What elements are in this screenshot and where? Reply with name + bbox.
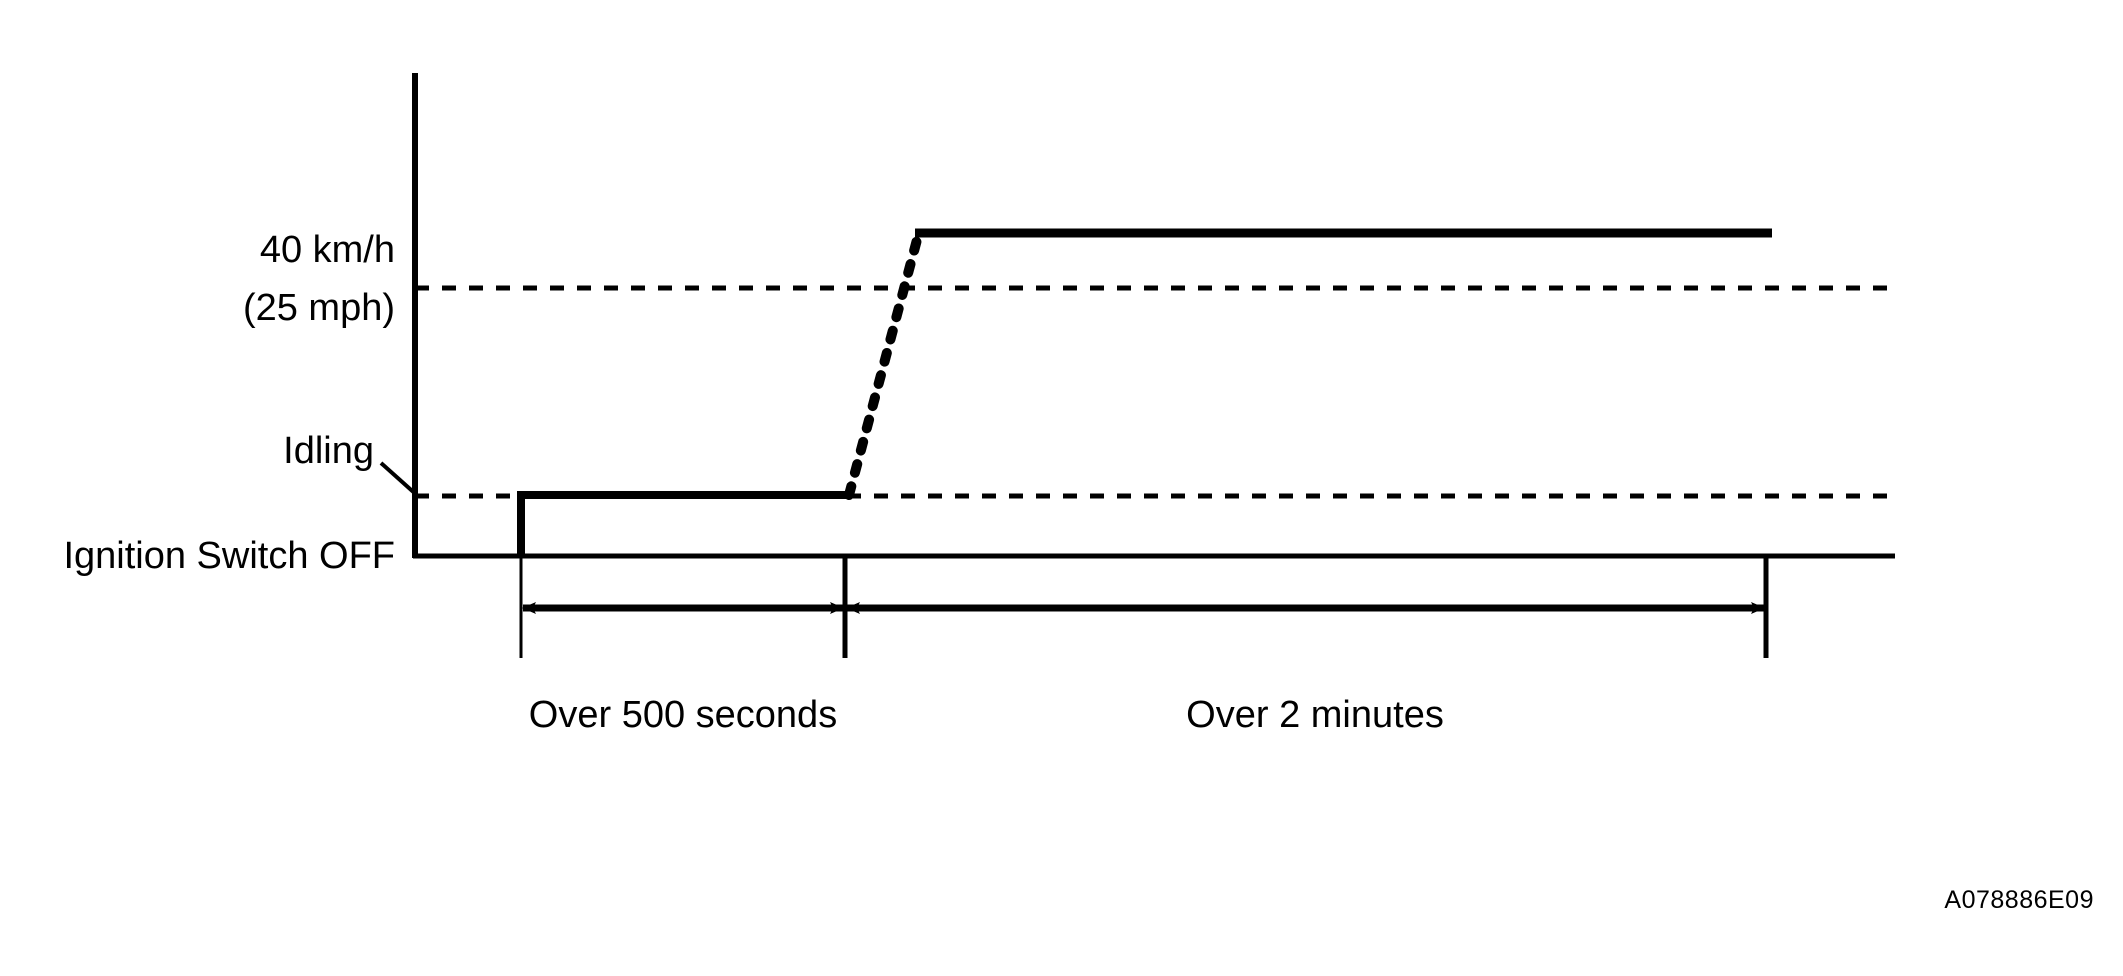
duration-label-phase-2: Over 2 minutes (1186, 694, 1444, 736)
figure-reference-code: A078886E09 (1944, 886, 2094, 914)
duration-label-phase-1: Over 500 seconds (529, 694, 837, 736)
idling-speed-segment (517, 491, 849, 558)
acceleration-ramp-segment (844, 231, 923, 500)
speed-40-label-line1: 40 km/h (260, 229, 395, 271)
dimension-lines-group (519, 558, 1769, 658)
ignition-switch-off-label: Ignition Switch OFF (63, 535, 395, 577)
speed-40-label-line2: (25 mph) (243, 287, 395, 329)
reference-lines-group (415, 285, 1895, 499)
axes-group (412, 73, 1895, 559)
idling-label: Idling (283, 430, 374, 472)
idling-leader-line (379, 461, 421, 499)
vehicle-speed-trace (517, 228, 1772, 558)
